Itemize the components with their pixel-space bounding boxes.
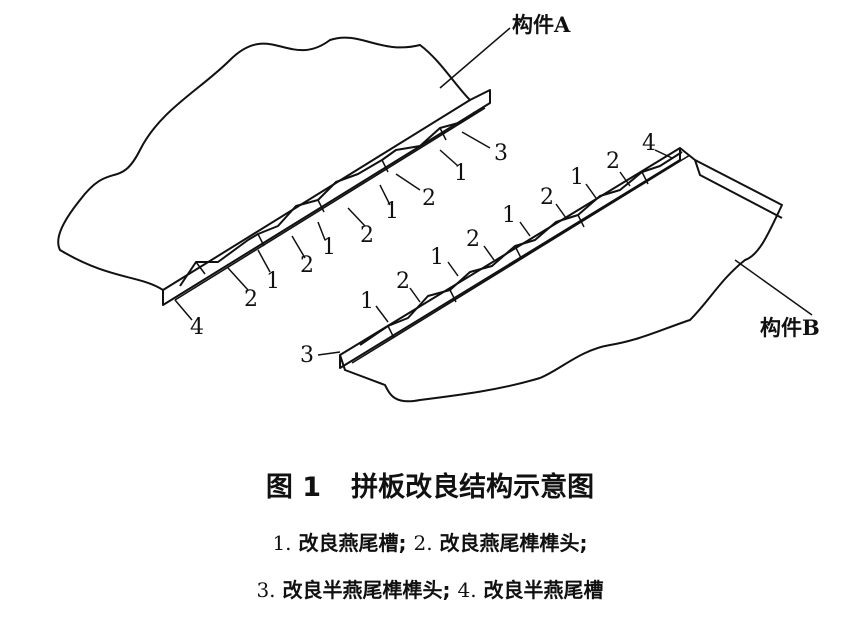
markers-a: 3 1 2 1 2 1 2 1 2 4 bbox=[190, 141, 508, 340]
figure-number: 图 1 bbox=[265, 472, 322, 503]
marker-a-2: 2 bbox=[244, 287, 258, 312]
marker-b-2: 2 bbox=[396, 269, 410, 294]
component-a-label: 构件A bbox=[512, 12, 571, 37]
marker-b-1: 1 bbox=[430, 245, 444, 270]
component-b-board bbox=[339, 147, 783, 403]
marker-a-1: 1 bbox=[385, 199, 399, 224]
legend-text-2: 改良燕尾榫榫头; bbox=[439, 531, 588, 555]
component-b-label: 构件B bbox=[760, 315, 820, 340]
legend-num-1: 1. bbox=[272, 531, 292, 555]
marker-a-1: 1 bbox=[454, 161, 468, 186]
figure-title: 图 1 拼板改良结构示意图 bbox=[0, 465, 860, 504]
legend-line-2: 3. 改良半燕尾榫榫头; 4. 改良半燕尾槽 bbox=[0, 574, 860, 603]
marker-a-4: 4 bbox=[190, 315, 204, 340]
marker-b-2: 2 bbox=[606, 149, 620, 174]
tenon-row-a bbox=[179, 111, 476, 287]
marker-a-2: 2 bbox=[360, 223, 374, 248]
figure-title-text: 拼板改良结构示意图 bbox=[351, 472, 595, 503]
component-a-board bbox=[57, 36, 491, 306]
legend-text-1: 改良燕尾槽; bbox=[298, 531, 407, 555]
legend-num-2: 2. bbox=[413, 531, 433, 555]
legend-num-4: 4. bbox=[457, 578, 477, 602]
marker-a-2: 2 bbox=[300, 253, 314, 278]
marker-b-4: 4 bbox=[642, 131, 656, 156]
legend-num-3: 3. bbox=[256, 578, 276, 602]
marker-b-1: 1 bbox=[502, 203, 516, 228]
marker-a-1: 1 bbox=[322, 235, 336, 260]
markers-b: 4 2 1 2 1 2 1 2 1 3 bbox=[300, 131, 656, 368]
marker-b-1: 1 bbox=[570, 165, 584, 190]
marker-b-2: 2 bbox=[466, 227, 480, 252]
legend-text-4: 改良半燕尾槽 bbox=[483, 578, 604, 602]
leader-lines bbox=[174, 27, 813, 356]
legend-line-1: 1. 改良燕尾槽; 2. 改良燕尾榫榫头; bbox=[0, 527, 860, 556]
joint-diagram: 构件A 构件B 3 1 2 1 2 1 2 1 2 4 4 2 1 2 1 2 … bbox=[57, 12, 820, 403]
legend-text-3: 改良半燕尾榫榫头; bbox=[282, 578, 451, 602]
marker-b-3: 3 bbox=[300, 343, 314, 368]
marker-b-1: 1 bbox=[360, 289, 374, 314]
marker-b-2: 2 bbox=[540, 185, 554, 210]
marker-a-1: 1 bbox=[266, 269, 280, 294]
tenon-row-b bbox=[359, 151, 683, 346]
marker-a-3: 3 bbox=[494, 141, 508, 166]
marker-a-2: 2 bbox=[422, 186, 436, 211]
